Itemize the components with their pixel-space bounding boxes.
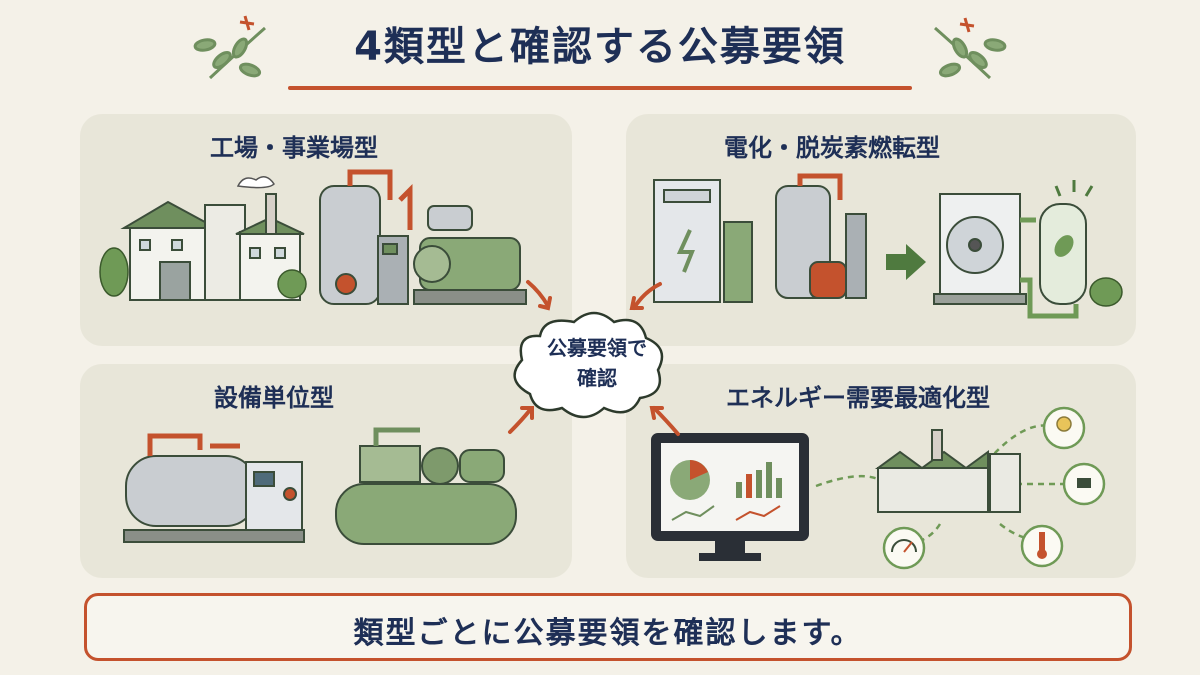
line-chart-icon (671, 505, 781, 521)
leaf-icon (1054, 235, 1074, 257)
boiler-tank-icon (319, 169, 413, 305)
leaf-sprig-left-icon (193, 26, 266, 80)
panel-electrification-label: 電化・脱炭素燃転型 (724, 134, 940, 162)
bush-icon (1089, 277, 1123, 307)
thermometer-icon (1020, 524, 1064, 568)
panel-energy-label: エネルギー需要最適化型 (726, 384, 990, 412)
heat-pump-icon (933, 193, 1087, 319)
gauge-icon (882, 526, 926, 570)
boiler-unit-icon (775, 173, 867, 299)
factory-small-icon (874, 429, 1021, 513)
center-cloud-text: 公募要領で 確認 (522, 333, 672, 393)
sparkle-lines-icon (1054, 180, 1094, 197)
footer-box: 類型ごとに公募要領を確認します。 (84, 593, 1132, 661)
bar-chart-icon (736, 462, 782, 498)
sparkle-icon (239, 15, 975, 33)
tree-icon (99, 247, 307, 299)
center-cloud-icon (513, 311, 664, 419)
center-line-2: 確認 (577, 366, 617, 390)
title-underline (288, 86, 912, 90)
panel-factory-label: 工場・事業場型 (210, 134, 378, 162)
footer-text: 類型ごとに公募要領を確認します。 (353, 616, 863, 651)
pie-chart-icon (670, 460, 710, 500)
arrow-right-icon (886, 244, 926, 280)
panel-equipment-label: 設備単位型 (214, 384, 334, 412)
electric-cabinet-icon (653, 179, 753, 303)
industrial-boiler-icon (123, 433, 305, 543)
air-compressor-icon (335, 427, 517, 545)
smoke-cloud-icon (236, 176, 275, 189)
center-line-1: 公募要領で (547, 336, 647, 360)
light-bulb-icon (1042, 406, 1086, 450)
plug-icon (1062, 462, 1106, 506)
pump-motor-icon (413, 205, 527, 305)
arrow-to-center-icon (508, 280, 680, 436)
monitor-dashboard-icon (651, 433, 809, 561)
factory-building-icon (120, 193, 305, 301)
page-title: 4類型と確認する公募要領 (354, 24, 846, 70)
leaf-sprig-right-icon (934, 26, 1007, 80)
